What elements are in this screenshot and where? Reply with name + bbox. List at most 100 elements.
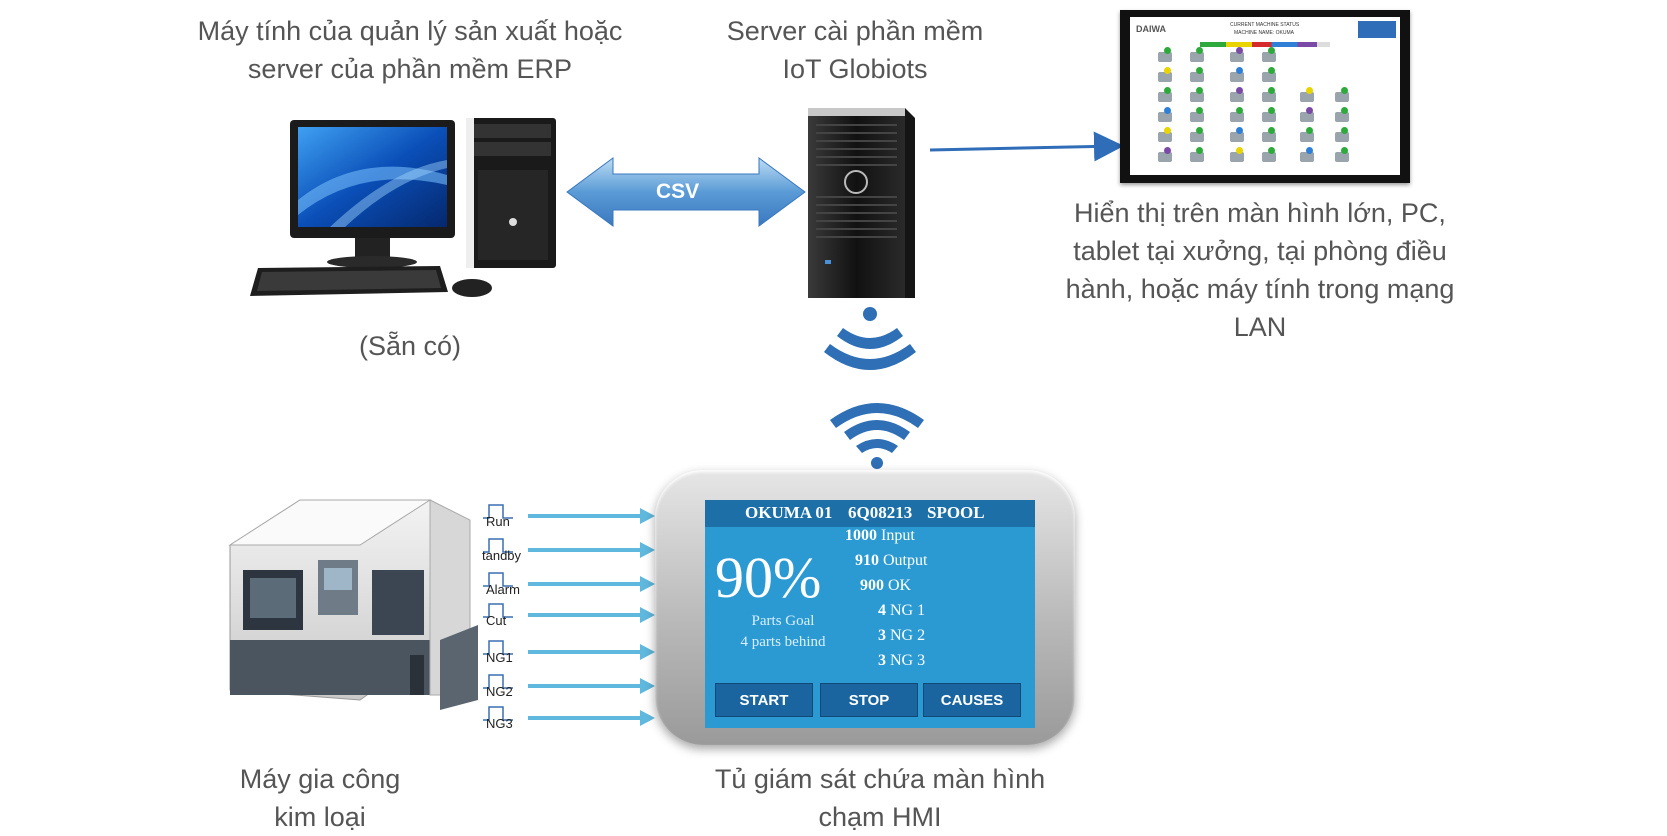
signal-arrow	[528, 542, 655, 558]
dashboard-machine-icon	[1190, 47, 1204, 62]
causes-button[interactable]: CAUSES	[923, 683, 1021, 717]
signal-pulse-icon	[483, 674, 513, 689]
erp-caption: Máy tính của quản lý sản xuất hoặc serve…	[175, 12, 645, 88]
dashboard-status-dot	[1164, 107, 1171, 114]
hmi-counter-value: 900	[860, 577, 884, 594]
desktop-pc-icon	[250, 118, 556, 297]
dashboard-status-dot	[1268, 127, 1275, 134]
dashboard-status-dot	[1196, 67, 1203, 74]
dashboard-status-dot	[1196, 147, 1203, 154]
dashboard-status-dot	[1341, 107, 1348, 114]
hmi-counter-label: NG 1	[890, 602, 926, 619]
server-to-display-arrow	[929, 131, 1124, 162]
hmi-goal-label: Parts Goal	[751, 613, 815, 629]
hmi-counter-row: 3 NG 3	[878, 652, 925, 670]
hmi-counter-row: 910 Output	[855, 552, 927, 570]
dashboard-legend-bar	[1200, 42, 1330, 47]
wifi-up-icon	[830, 403, 924, 469]
dashboard-machine-icon	[1230, 47, 1244, 62]
hmi-counter-value: 3	[878, 652, 886, 669]
csv-label: CSV	[656, 180, 700, 203]
dashboard-status-dot	[1268, 67, 1275, 74]
dashboard-status-dot	[1306, 127, 1313, 134]
server-tower-icon	[808, 108, 915, 298]
hmi-machine-name: OKUMA 01	[745, 503, 833, 522]
dashboard-status-dot	[1268, 107, 1275, 114]
erp-caption-line-2: server của phần mềm ERP	[247, 54, 573, 84]
signal-pulse-icon	[483, 538, 513, 553]
dashboard-status-dot	[1236, 47, 1243, 54]
dashboard-machine-icon	[1300, 107, 1314, 122]
existing-caption: (Sẵn có)	[358, 331, 462, 361]
dashboard-machine-icon	[1230, 87, 1244, 102]
signal-arrow	[528, 576, 655, 592]
hmi-behind-label: 4 parts behind	[740, 634, 826, 650]
signal-label: NG3	[486, 716, 513, 731]
dashboard-machine-icon	[1190, 67, 1204, 82]
signal-pulse-icon	[483, 572, 513, 587]
dashboard-machine-icon	[1335, 147, 1349, 162]
dashboard-subtitle: MACHINE NAME: OKUMA	[1234, 30, 1295, 36]
signal-arrow	[528, 678, 655, 694]
hmi-counter-label: NG 2	[890, 627, 926, 644]
dashboard-machine-icon	[1262, 107, 1276, 122]
dashboard-machine-icon	[1230, 127, 1244, 142]
dashboard-logo: DAIWA	[1136, 24, 1166, 34]
hmi-counter-value: 3	[878, 627, 886, 644]
dashboard-machine-icon	[1335, 87, 1349, 102]
hmi-counter-value: 1000	[845, 527, 877, 544]
machine-caption-line-1: Máy gia công	[239, 764, 401, 794]
signal-arrow	[528, 607, 655, 623]
dashboard-machine-icon	[1158, 147, 1172, 162]
dashboard-status-dot	[1164, 67, 1171, 74]
hmi-counter-row: 3 NG 2	[878, 627, 925, 645]
dashboard-machine-icon	[1230, 147, 1244, 162]
dashboard-machine-icon	[1262, 87, 1276, 102]
hmi-counter-label: Input	[881, 527, 915, 544]
stop-button[interactable]: STOP	[820, 683, 918, 717]
dashboard-status-dot	[1306, 107, 1313, 114]
dashboard-status-dot	[1306, 87, 1313, 94]
dashboard-machine-icon	[1262, 147, 1276, 162]
hmi-counter-row: 900 OK	[860, 577, 911, 595]
signal-lines	[483, 504, 655, 726]
dashboard-date-box	[1358, 21, 1396, 38]
dashboard-view: DAIWA CURRENT MACHINE STATUS MACHINE NAM…	[1130, 17, 1400, 175]
dashboard-title: CURRENT MACHINE STATUS	[1230, 22, 1300, 28]
display-caption-line-3: hành, hoặc máy tính trong mạng	[1065, 274, 1455, 304]
dashboard-machine-icon	[1300, 87, 1314, 102]
hmi-counter-value: 4	[878, 602, 886, 619]
dashboard-machine-icon	[1262, 127, 1276, 142]
dashboard-machine-icon	[1190, 127, 1204, 142]
signal-pulse-icon	[483, 603, 513, 618]
dashboard-machine-icon	[1190, 147, 1204, 162]
display-caption-line-4: LAN	[1233, 312, 1287, 342]
display-caption: Hiển thị trên màn hình lớn, PC, tablet t…	[1040, 194, 1480, 346]
signal-label: Cut	[486, 613, 507, 628]
dashboard-status-dot	[1164, 87, 1171, 94]
cnc-machine-icon	[228, 499, 478, 710]
start-button[interactable]: START	[715, 683, 813, 717]
hmi-header: OKUMA 01 6Q08213 SPOOL	[705, 500, 1035, 527]
cabinet-caption: Tủ giám sát chứa màn hình chạm HMI	[680, 760, 1080, 836]
dashboard-machine-icon	[1190, 107, 1204, 122]
dashboard-machine-icon	[1230, 67, 1244, 82]
csv-double-arrow	[566, 157, 806, 227]
hmi-counter-row: 1000 Input	[845, 527, 915, 545]
dashboard-machine-icon	[1300, 147, 1314, 162]
signal-arrow	[528, 710, 655, 726]
cabinet-caption-line-2: chạm HMI	[818, 802, 942, 832]
dashboard-status-dot	[1236, 87, 1243, 94]
hmi-counter-label: OK	[888, 577, 912, 594]
hmi-counter-label: Output	[883, 552, 928, 569]
hmi-part-name: SPOOL	[927, 503, 985, 522]
signal-label: Alarm	[486, 582, 520, 597]
dashboard-status-dot	[1306, 147, 1313, 154]
dashboard-status-dot	[1236, 147, 1243, 154]
cabinet-caption-line-1: Tủ giám sát chứa màn hình	[714, 764, 1046, 794]
dashboard-status-dot	[1164, 47, 1171, 54]
dashboard-machine-icon	[1230, 107, 1244, 122]
dashboard-machine-icon	[1335, 127, 1349, 142]
hmi-order-number: 6Q08213	[848, 503, 913, 522]
